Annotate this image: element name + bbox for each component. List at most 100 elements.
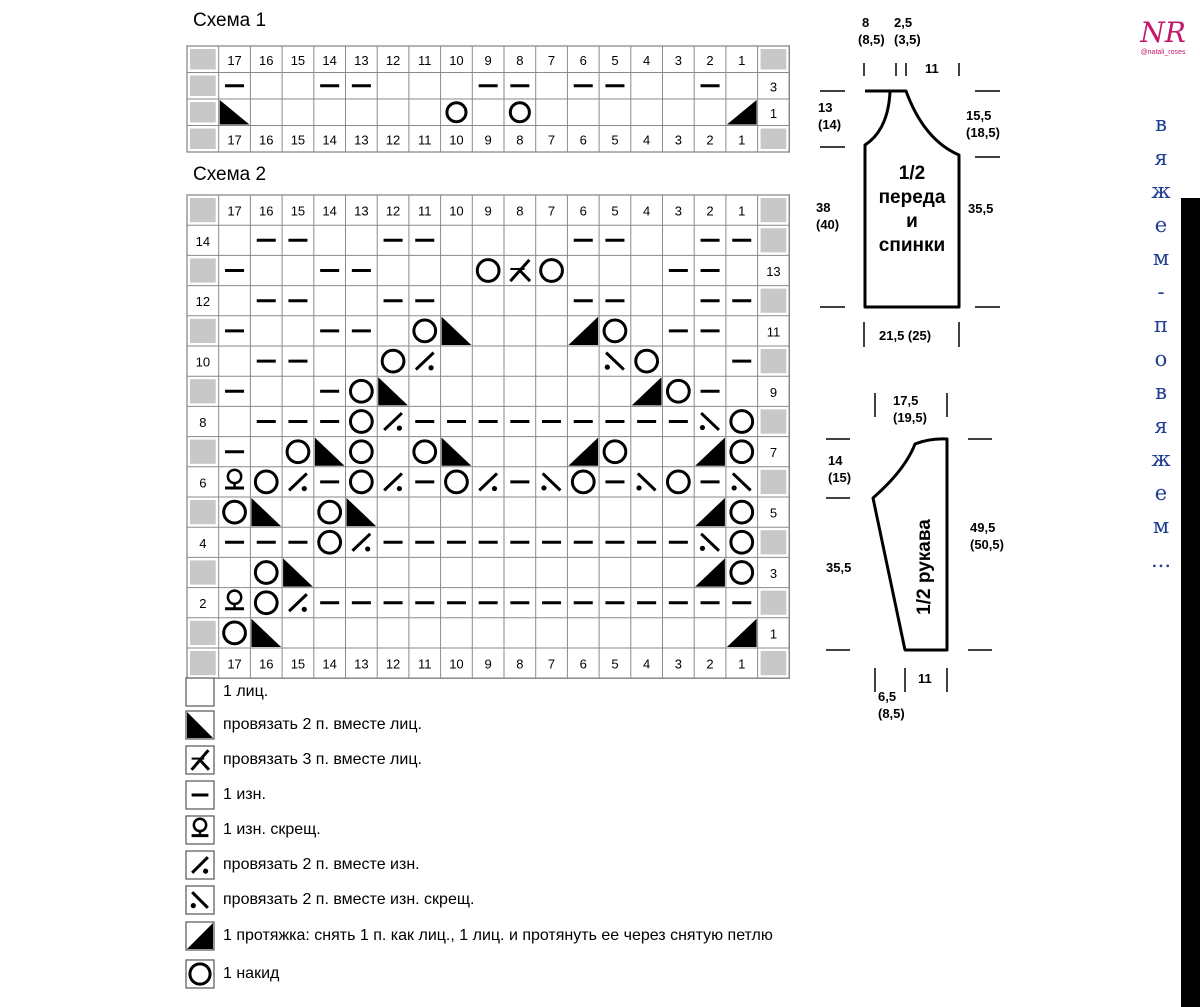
row-number-right: 1	[770, 106, 777, 121]
column-number-top: 1	[738, 204, 745, 219]
p2tog-tbl-symbol	[604, 351, 625, 371]
column-number-bottom: 5	[611, 132, 618, 147]
legend-item-purl: 1 изн.	[185, 779, 266, 811]
column-number-top: 16	[259, 53, 273, 68]
yarn-over-symbol	[602, 318, 628, 344]
k2tog-symbol	[441, 316, 472, 345]
vertical-letter: п	[1154, 313, 1168, 337]
column-number-top: 13	[354, 204, 368, 219]
column-number-bottom: 14	[322, 132, 336, 147]
column-number-top: 14	[322, 53, 336, 68]
row-number-left: 14	[196, 234, 210, 249]
column-number-bottom: 10	[449, 132, 463, 147]
yarn-over-symbol	[729, 560, 755, 585]
legend-text: 1 накид	[223, 965, 280, 982]
column-number-top: 8	[516, 53, 523, 68]
column-number-top: 16	[259, 204, 273, 219]
legend-text: провязать 2 п. вместе изн. скрещ.	[223, 891, 475, 908]
brand-logo: NR @natali_roses	[1134, 18, 1192, 57]
column-number-top: 10	[449, 204, 463, 219]
row-number-right: 13	[766, 264, 780, 279]
circle-icon	[185, 959, 215, 989]
backslash-dot-icon	[185, 885, 215, 915]
legend-item-p2tog: провязать 2 п. вместе изн.	[185, 849, 420, 881]
sleeve-label: 1/2 рукава	[914, 519, 935, 615]
yarn-over-symbol	[222, 620, 247, 646]
yarn-over-symbol	[445, 101, 468, 124]
twisted-purl-symbol	[225, 589, 245, 611]
column-number-bottom: 16	[259, 132, 273, 147]
p2tog-symbol	[414, 351, 435, 371]
dim-sleeve-left: 35,5	[826, 560, 852, 575]
column-number-top: 12	[386, 204, 400, 219]
column-number-bottom: 15	[291, 657, 305, 672]
ssk-symbol	[695, 558, 725, 587]
column-number-bottom: 14	[322, 657, 336, 672]
column-number-top: 9	[485, 53, 492, 68]
p2tog-tbl-symbol	[636, 472, 657, 492]
twisted-purl-symbol	[225, 468, 245, 490]
k3tog-symbol	[190, 749, 211, 771]
ssk-symbol	[568, 437, 599, 466]
column-number-top: 12	[386, 53, 400, 68]
vertical-letter: в	[1155, 380, 1167, 404]
dim-right-upper: 15,5 (18,5)	[966, 108, 1000, 140]
yarn-over-symbol	[444, 469, 469, 495]
k2tog-symbol	[187, 712, 213, 738]
logo-handle: @natali_roses	[1140, 49, 1186, 56]
row-number-right: 3	[770, 79, 777, 94]
body-label: 1/2 переда и спинки	[878, 163, 946, 256]
legend-text: 1 протяжка: снять 1 п. как лиц., 1 лиц. …	[223, 927, 773, 944]
column-number-bottom: 6	[580, 657, 587, 672]
right-triangle-icon	[185, 710, 215, 740]
row-number-left: 8	[199, 415, 206, 430]
ssk-symbol	[695, 498, 725, 527]
column-number-bottom: 1	[738, 132, 745, 147]
legend-item-k2tog: провязать 2 п. вместе лиц.	[185, 709, 422, 741]
yarn-over-symbol	[539, 258, 564, 283]
column-number-top: 3	[675, 204, 682, 219]
yarn-over-symbol	[348, 439, 374, 465]
vertical-letter: е	[1154, 212, 1168, 237]
p2tog-tbl-symbol	[541, 472, 562, 492]
yarn-over-symbol	[253, 560, 279, 585]
row-number-left: 4	[199, 536, 206, 551]
vertical-letter: ж	[1151, 447, 1171, 471]
column-number-bottom: 9	[485, 657, 492, 672]
yarn-over-symbol	[412, 439, 438, 465]
column-number-top: 10	[449, 53, 463, 68]
dim-sleeve-bottom-left: 6,5 (8,5)	[878, 689, 905, 721]
legend-item-ssk: 1 протяжка: снять 1 п. как лиц., 1 лиц. …	[185, 920, 773, 952]
k2tog-symbol	[251, 498, 282, 527]
p2tog-symbol	[478, 472, 499, 492]
column-number-bottom: 1	[738, 657, 745, 672]
column-number-bottom: 8	[516, 132, 523, 147]
row-number-left: 12	[196, 294, 210, 309]
yarn-over-symbol	[253, 469, 279, 495]
yarn-over-symbol	[285, 439, 311, 465]
yarn-over-symbol	[665, 469, 691, 495]
vertical-letter: я	[1154, 145, 1168, 170]
legend-item-knit: 1 лиц.	[185, 676, 268, 708]
column-number-bottom: 2	[706, 657, 713, 672]
column-number-bottom: 16	[259, 657, 273, 672]
scheme1-title: Схема 1	[193, 10, 267, 31]
dim-sleeve-cap: 14 (15)	[828, 453, 852, 485]
k2tog-symbol	[251, 618, 282, 647]
p2tog-tbl-symbol	[190, 891, 209, 909]
column-number-bottom: 11	[418, 657, 432, 672]
k2tog-symbol	[378, 377, 408, 406]
legend-item-yo: 1 накид	[185, 958, 279, 990]
column-number-top: 11	[418, 53, 432, 68]
column-number-bottom: 13	[354, 657, 368, 672]
ssk-symbol	[695, 437, 725, 466]
dim-left-height: 38 (40)	[816, 200, 840, 232]
ssk-symbol	[726, 100, 757, 125]
column-number-top: 2	[706, 204, 713, 219]
ssk-symbol	[187, 923, 213, 949]
dash-icon	[185, 780, 215, 810]
column-number-bottom: 3	[675, 132, 682, 147]
column-number-top: 15	[291, 53, 305, 68]
p2tog-symbol	[383, 411, 403, 432]
